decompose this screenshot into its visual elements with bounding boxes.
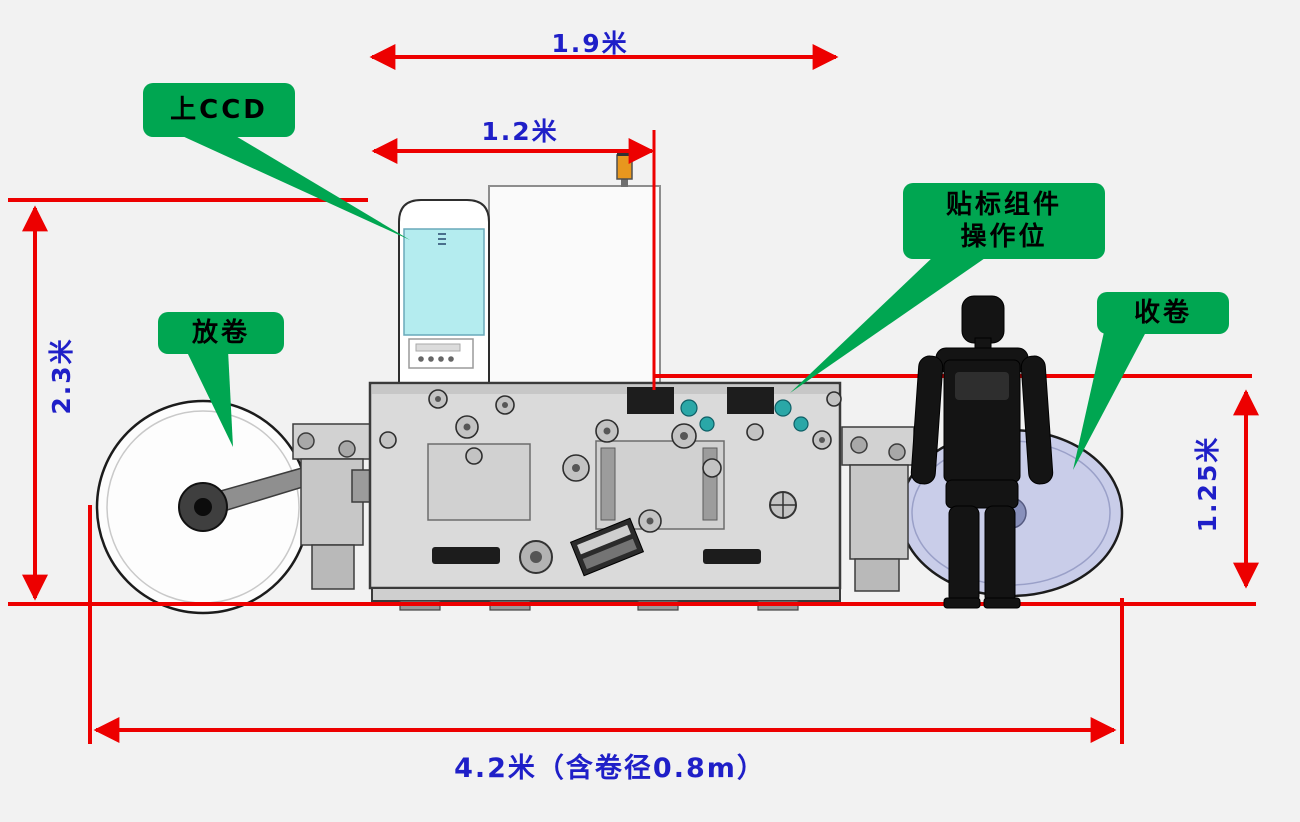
machine-base <box>371 587 841 611</box>
labeling-head-left <box>627 387 674 414</box>
roller-hubs <box>435 396 825 525</box>
pointer-unwind <box>186 350 233 447</box>
pointer-top-ccd <box>180 135 410 240</box>
ccd-tower <box>398 199 490 385</box>
callout-rewind: 收卷 <box>1097 292 1229 334</box>
dim-label-total-width: 4.2米（含卷径0.8m） <box>454 753 766 784</box>
labeling-head-right <box>727 387 774 414</box>
unwind-bracket <box>292 423 371 590</box>
unwind-roll <box>95 399 311 615</box>
rewind-bracket <box>841 426 915 592</box>
callout-pointers <box>180 135 1146 470</box>
callout-unwind-label: 放卷 <box>191 317 250 348</box>
pointer-rewind <box>1073 332 1146 470</box>
dim-label-inner-width: 1.2米 <box>481 117 559 146</box>
dim-label-right-height: 1.25米 <box>1193 435 1222 533</box>
callout-labeling-station: 贴标组件 操作位 <box>903 183 1105 259</box>
callout-labeling-label-line2: 操作位 <box>960 222 1048 252</box>
pointer-labeling <box>790 256 988 393</box>
label-applicator-marks <box>680 399 809 432</box>
dim-label-top-width: 1.9米 <box>551 29 629 58</box>
dim-label-left-height: 2.3米 <box>47 337 76 415</box>
control-cabinet <box>488 185 661 385</box>
machine-body <box>368 381 842 590</box>
callout-top-ccd: 上CCD <box>143 83 295 137</box>
callout-top-ccd-label: 上CCD <box>170 94 268 125</box>
keypad <box>569 517 645 577</box>
callout-labeling-label-line1: 贴标组件 <box>945 189 1062 220</box>
callout-unwind: 放卷 <box>158 312 284 354</box>
signal-light-icon <box>616 150 633 187</box>
ccd-screen <box>403 228 485 336</box>
callout-rewind-label: 收卷 <box>1133 297 1192 328</box>
operator-figure <box>910 295 1054 609</box>
ccd-vent <box>438 233 446 245</box>
